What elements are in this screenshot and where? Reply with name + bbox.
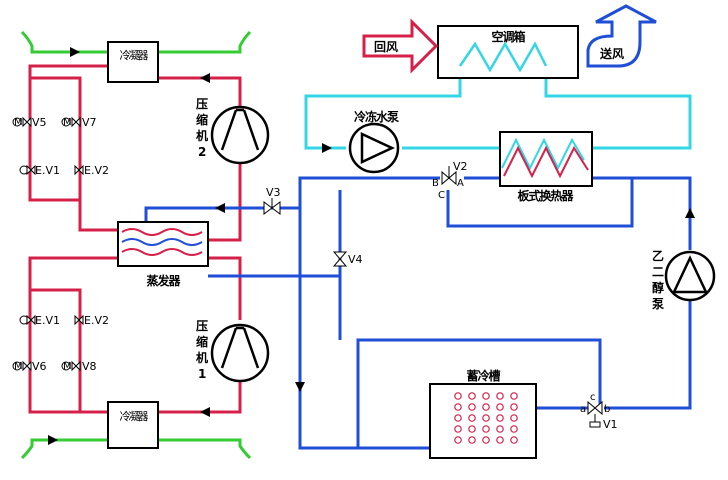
plate-heat-exchanger [499, 131, 593, 187]
compressor-bottom [210, 323, 270, 383]
valve-v1-port-b: b [604, 404, 610, 415]
ice-dot [510, 414, 518, 422]
ice-dot [496, 414, 504, 422]
condenser-top-label: 冷凝器 [120, 48, 149, 62]
svg-text:M: M [14, 117, 23, 128]
ice-dot [482, 392, 490, 400]
ice-dot [496, 436, 504, 444]
condenser-water-lines [20, 30, 252, 460]
ice-dot [496, 392, 504, 400]
compressor-bottom-char: 缩 [196, 334, 208, 349]
condenser-bottom [107, 401, 159, 449]
refrigerant-lines-bottom [28, 256, 242, 414]
valve-v4-label: V4 [348, 253, 363, 266]
ice-dot [454, 414, 462, 422]
valve-ev1-bottom-label: E.V1 [35, 314, 60, 327]
valve-v6-label: V6 [32, 360, 47, 373]
compressor-top-char: 缩 [196, 112, 208, 127]
valve-v1-port-c: c [590, 392, 596, 403]
ice-dot [510, 392, 518, 400]
plate-hx-coil [501, 137, 589, 179]
glycol-pump-char: 乙 [652, 249, 664, 263]
ice-dot [454, 436, 462, 444]
evaporator-label: 蒸发器 [146, 273, 181, 288]
condenser-top [107, 41, 159, 83]
valve-v1 [587, 400, 603, 416]
glycol-pump-char: 二 [652, 265, 664, 279]
ice-dot [454, 392, 462, 400]
air-handling-unit [437, 25, 579, 79]
return-air-label: 回风 [374, 40, 398, 54]
ice-dot [496, 425, 504, 433]
flow-arrow-icon [48, 435, 58, 445]
chilled-water-pump-label: 冷冻水泵 [354, 109, 399, 124]
valve-v2-port-a: A [457, 178, 464, 189]
flow-arrow-icon [322, 143, 332, 153]
flow-arrow-icon [200, 73, 210, 83]
ice-dot [482, 436, 490, 444]
svg-text:M: M [63, 361, 72, 372]
compressor-top-char: 压 [196, 97, 208, 111]
return-air-arrow [362, 18, 439, 74]
valve-v2-port-b: B [432, 178, 439, 189]
evaporator-coil [121, 228, 203, 256]
compressor-bottom-char: 机 [196, 350, 208, 365]
ice-dot [468, 425, 476, 433]
valve-v2-port-c: C [438, 190, 445, 201]
ice-dot [482, 414, 490, 422]
ice-dot [468, 414, 476, 422]
plate-heat-exchanger-label: 板式换热器 [517, 188, 574, 203]
compressor-top-char: 机 [196, 128, 208, 143]
flow-arrow-icon [685, 208, 695, 218]
flow-arrow-icon [70, 47, 80, 57]
valve-ev2-bottom-label: E.V2 [84, 314, 109, 327]
valve-v7-label: V7 [82, 116, 97, 129]
ice-dot [482, 425, 490, 433]
flow-arrow-icon [200, 407, 210, 417]
valve-v1-port-a: a [580, 404, 586, 415]
valve-ev1-top-label: E.V1 [35, 164, 60, 177]
ice-dot [510, 425, 518, 433]
air-handling-unit-label: 空调箱 [491, 29, 525, 44]
compressor-bottom-char: 压 [196, 319, 208, 333]
glycol-pump-char: 泵 [652, 297, 664, 311]
glycol-pump [664, 250, 716, 302]
ahu-coil [458, 41, 548, 73]
valve-v5-label: V5 [32, 116, 47, 129]
valve-v3-label: V3 [266, 186, 281, 199]
valve-group-top: M M [12, 116, 84, 176]
compressor-bottom-char: 1 [198, 367, 206, 381]
ice-storage-tank-label: 蓄冷槽 [466, 368, 500, 383]
valve-v4 [332, 251, 348, 267]
svg-text:M: M [63, 117, 72, 128]
flow-arrow-icon [215, 203, 225, 213]
ice-dot [510, 403, 518, 411]
refrigerant-lines-top [28, 64, 242, 242]
compressor-top-char: 2 [198, 145, 206, 159]
ice-dot [454, 425, 462, 433]
flow-arrow-icon [295, 382, 305, 392]
supply-air-arrow [586, 4, 657, 68]
chilled-water-pump [348, 122, 400, 174]
valve-group-bottom: M M [12, 314, 84, 372]
svg-text:M: M [14, 361, 23, 372]
ice-dot [454, 403, 462, 411]
supply-air-label: 送风 [599, 46, 624, 61]
ice-dot [482, 403, 490, 411]
glycol-pump-char: 醇 [652, 280, 664, 295]
valve-v8-label: V8 [82, 360, 97, 373]
valve-v1-label: V1 [603, 418, 618, 431]
compressor-top [210, 105, 270, 165]
ice-dot [468, 403, 476, 411]
ice-storage-dots [454, 392, 518, 444]
valve-v2-label: V2 [453, 160, 468, 173]
ice-dot [468, 436, 476, 444]
valve-ev2-top-label: E.V2 [84, 164, 109, 177]
condenser-bottom-label: 冷凝器 [120, 409, 149, 423]
glycol-lines [144, 176, 692, 450]
ice-dot [496, 403, 504, 411]
ice-dot [468, 392, 476, 400]
ice-dot [510, 436, 518, 444]
